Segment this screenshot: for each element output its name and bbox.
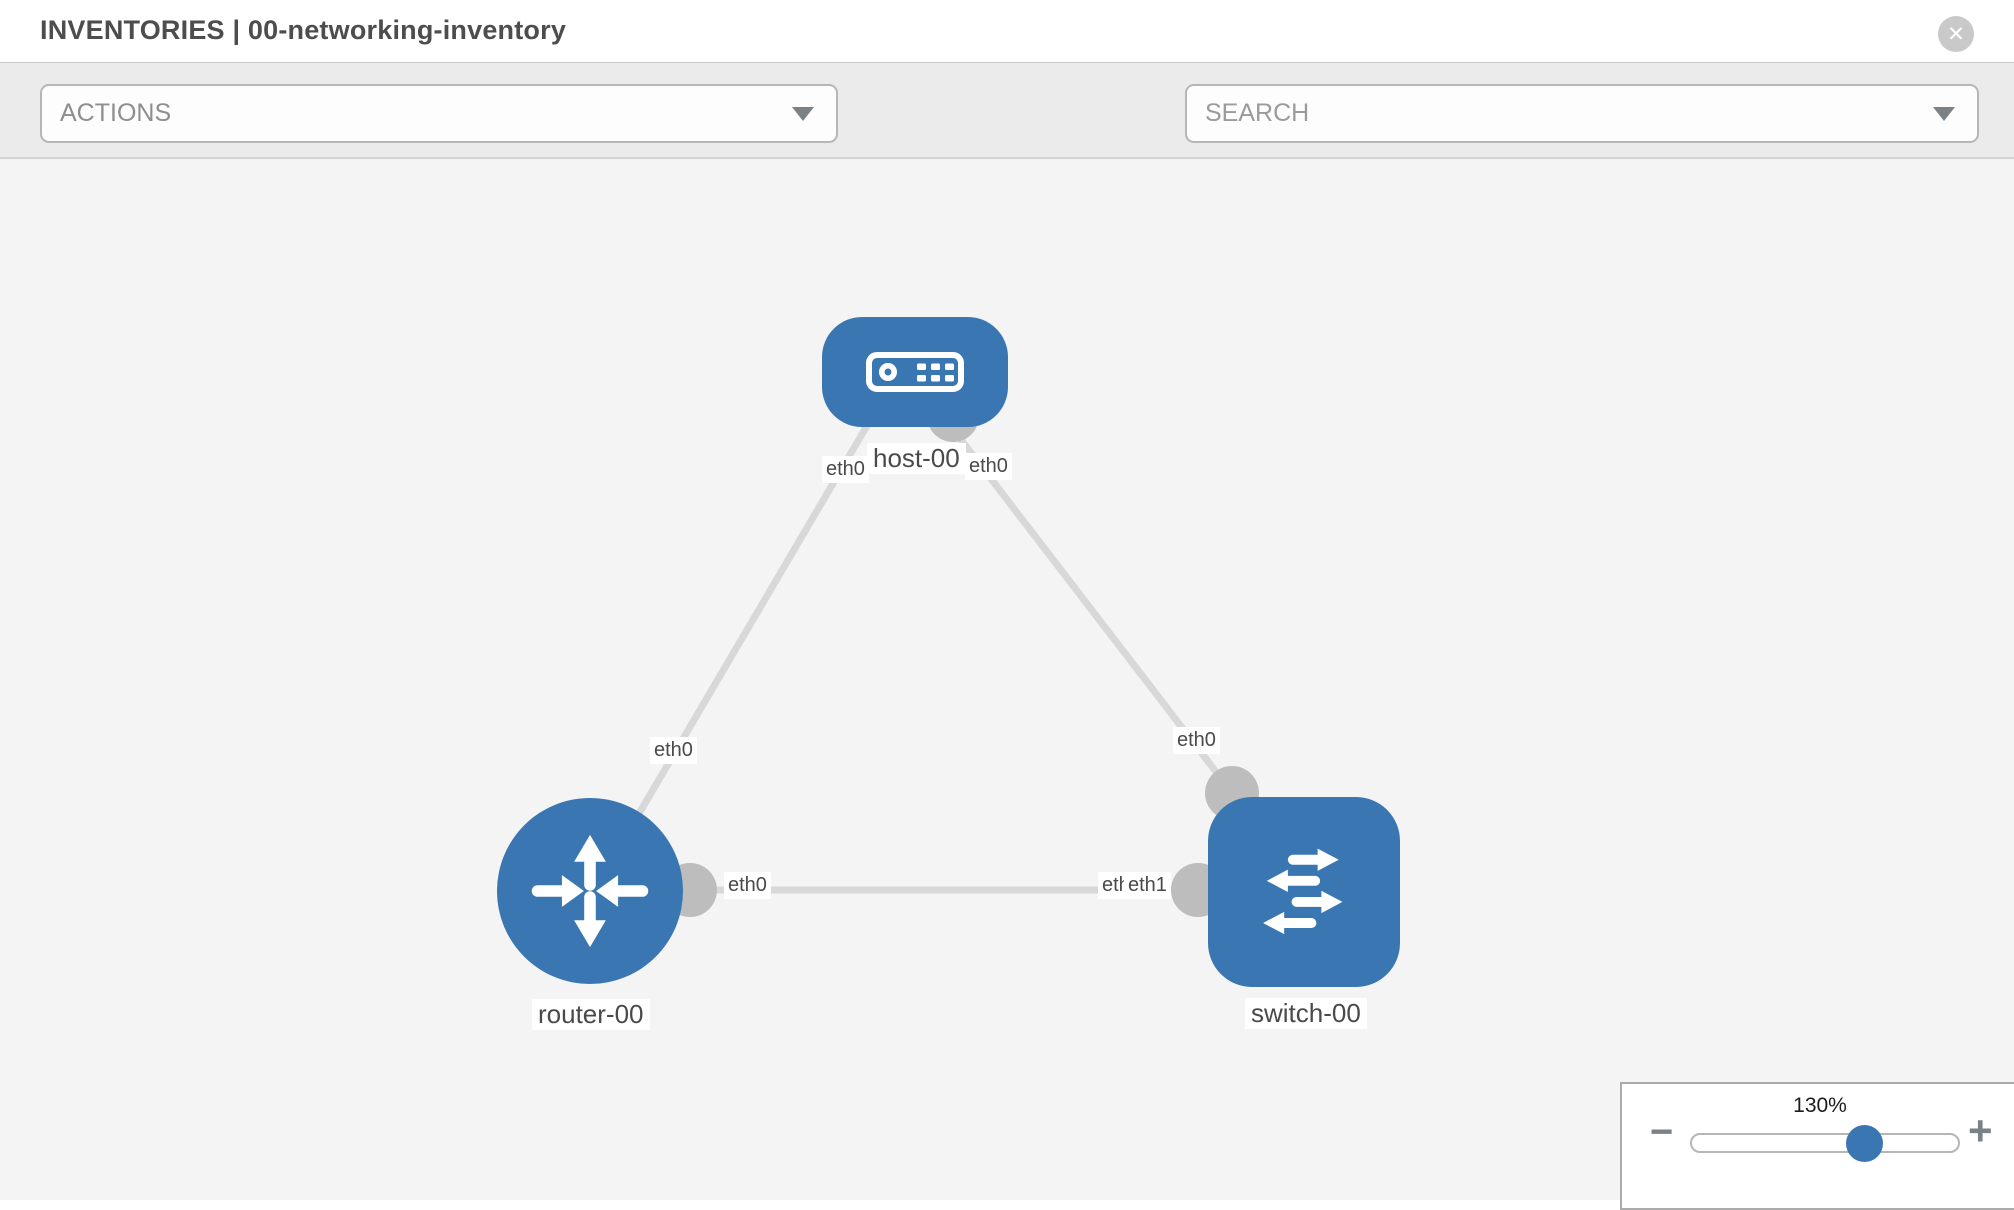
edge-host-router <box>596 422 872 882</box>
if-label-switch-to-host: eth0 <box>1173 727 1220 754</box>
actions-dropdown[interactable]: ACTIONS <box>40 84 838 143</box>
node-label-router: router-00 <box>532 999 650 1030</box>
if-label-host-to-router: eth0 <box>822 456 869 483</box>
panel-header: INVENTORIES | 00-networking-inventory ✕ <box>0 0 2014 62</box>
topology-canvas[interactable]: host-00 router-00 switch-00 eth0 eth0 et… <box>0 159 2014 1200</box>
zoom-panel: 130% − + <box>1620 1082 2014 1210</box>
if-label-router-to-switch: eth0 <box>724 872 771 899</box>
zoom-slider-handle[interactable] <box>1846 1125 1883 1162</box>
host-icon <box>866 352 964 392</box>
close-glyph: ✕ <box>1947 22 1965 46</box>
if-label-switch-to-router: eth1 <box>1124 872 1171 899</box>
node-router-00[interactable] <box>497 798 683 984</box>
if-label-host-to-switch: eth0 <box>965 453 1012 480</box>
page-title: INVENTORIES | 00-networking-inventory <box>40 15 567 45</box>
zoom-level: 130% <box>1793 1094 1847 1117</box>
node-host-00[interactable] <box>822 317 1008 427</box>
router-icon <box>531 834 649 948</box>
node-switch-00[interactable] <box>1208 797 1400 987</box>
topology-edges-layer <box>596 390 1259 917</box>
close-icon[interactable]: ✕ <box>1938 16 1974 52</box>
zoom-out-button[interactable]: − <box>1650 1110 1674 1154</box>
node-label-host: host-00 <box>867 443 966 474</box>
chevron-down-icon <box>1933 107 1955 121</box>
chevron-down-icon <box>792 107 814 121</box>
search-dropdown[interactable] <box>1185 84 1979 143</box>
toolbar: ACTIONS <box>0 62 2014 196</box>
if-label-router-to-host: eth0 <box>650 737 697 764</box>
actions-dropdown-label: ACTIONS <box>60 99 172 127</box>
zoom-slider-track[interactable] <box>1690 1133 1960 1153</box>
edges <box>596 422 1236 894</box>
node-label-switch: switch-00 <box>1245 998 1367 1029</box>
search-input[interactable] <box>1203 98 1927 129</box>
zoom-in-button[interactable]: + <box>1968 1107 1993 1154</box>
switch-icon <box>1263 848 1343 935</box>
